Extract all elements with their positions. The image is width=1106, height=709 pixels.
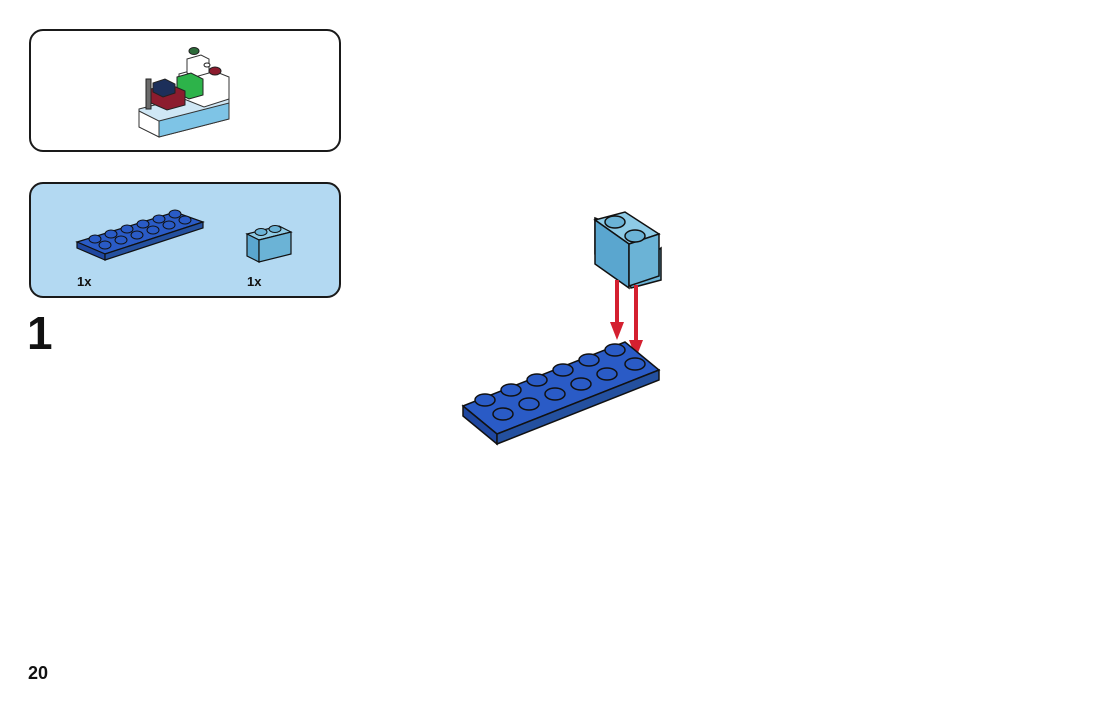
insert-arrows	[610, 280, 643, 358]
assembly-illustration	[461, 211, 662, 446]
model-preview-panel	[29, 29, 341, 152]
blue-plate-part-icon	[75, 209, 205, 261]
parts-list-panel: 1x 1x	[29, 182, 341, 298]
azure-brick-quantity: 1x	[247, 274, 262, 289]
azure-brick-part-icon	[245, 225, 293, 263]
finished-model-illustration	[138, 47, 230, 138]
blue-plate-quantity: 1x	[77, 274, 92, 289]
step-number: 1	[27, 307, 53, 359]
page-number: 20	[28, 663, 49, 683]
